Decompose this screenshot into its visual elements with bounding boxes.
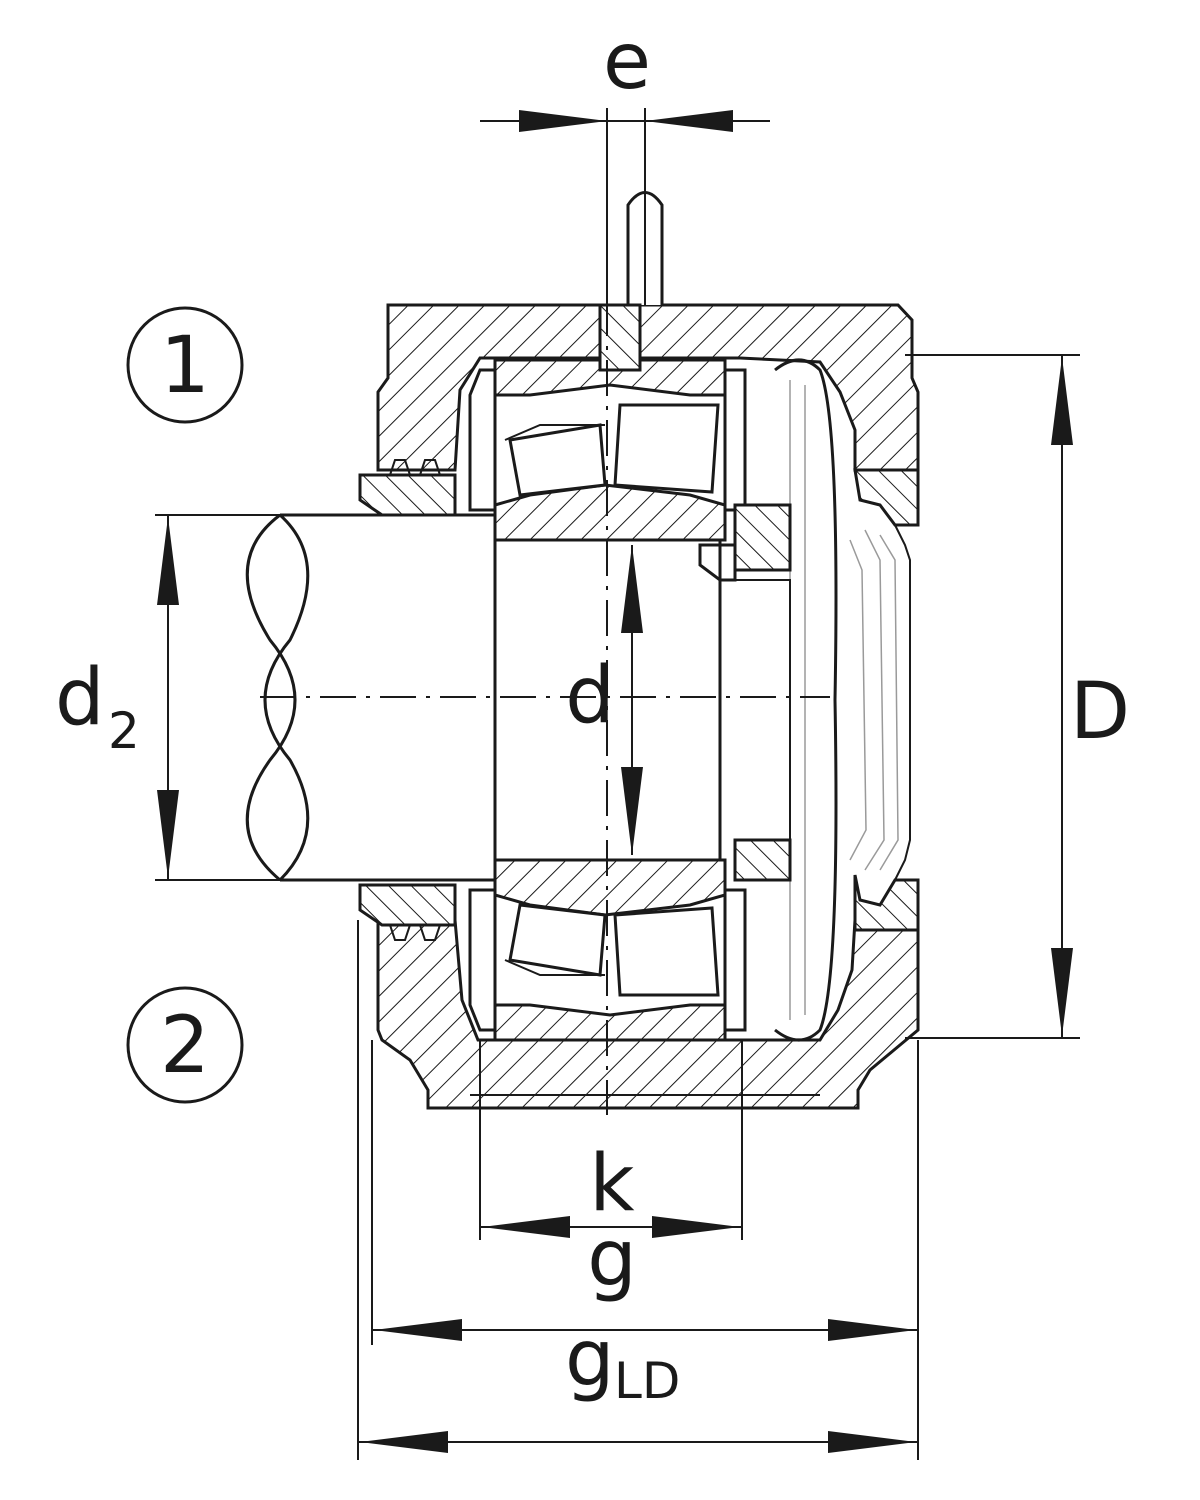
spherical-rollers [504,403,720,997]
dimension-label-k: k [589,1139,634,1229]
callout-1-number: 1 [160,321,210,411]
dimension-e: e [480,17,770,305]
dimension-g: g [371,1040,919,1460]
bearing-outer-ring [493,358,727,1042]
dimension-label-e: e [603,17,651,107]
lock-nut [698,503,792,882]
dimension-d: d [565,545,643,855]
dimension-gLD: g LD [357,920,918,1460]
callout-1: 1 [126,306,244,424]
right-end-cover [849,468,920,932]
dimension-label-d2: d [55,653,105,743]
dimension-label-d2-subscript: 2 [108,702,140,760]
dimension-d2: d 2 [55,514,495,881]
callout-2-number: 2 [160,1001,210,1091]
svg-text:d: d [55,653,105,743]
dimension-label-gLD: g [565,1314,615,1404]
dimension-k: k [479,1040,743,1240]
bearing-inner-ring [493,483,727,917]
dimension-label-g: g [587,1214,637,1304]
dimension-label-gLD-subscript: LD [614,1352,680,1410]
right-inner-seal [723,358,838,1042]
dimension-label-d: d [565,651,615,741]
outer-ring-spacer [468,368,497,1032]
left-seal [358,459,457,941]
dimension-label-D: D [1070,667,1130,757]
dimension-D: D [905,354,1130,1039]
callout-2: 2 [126,986,244,1104]
